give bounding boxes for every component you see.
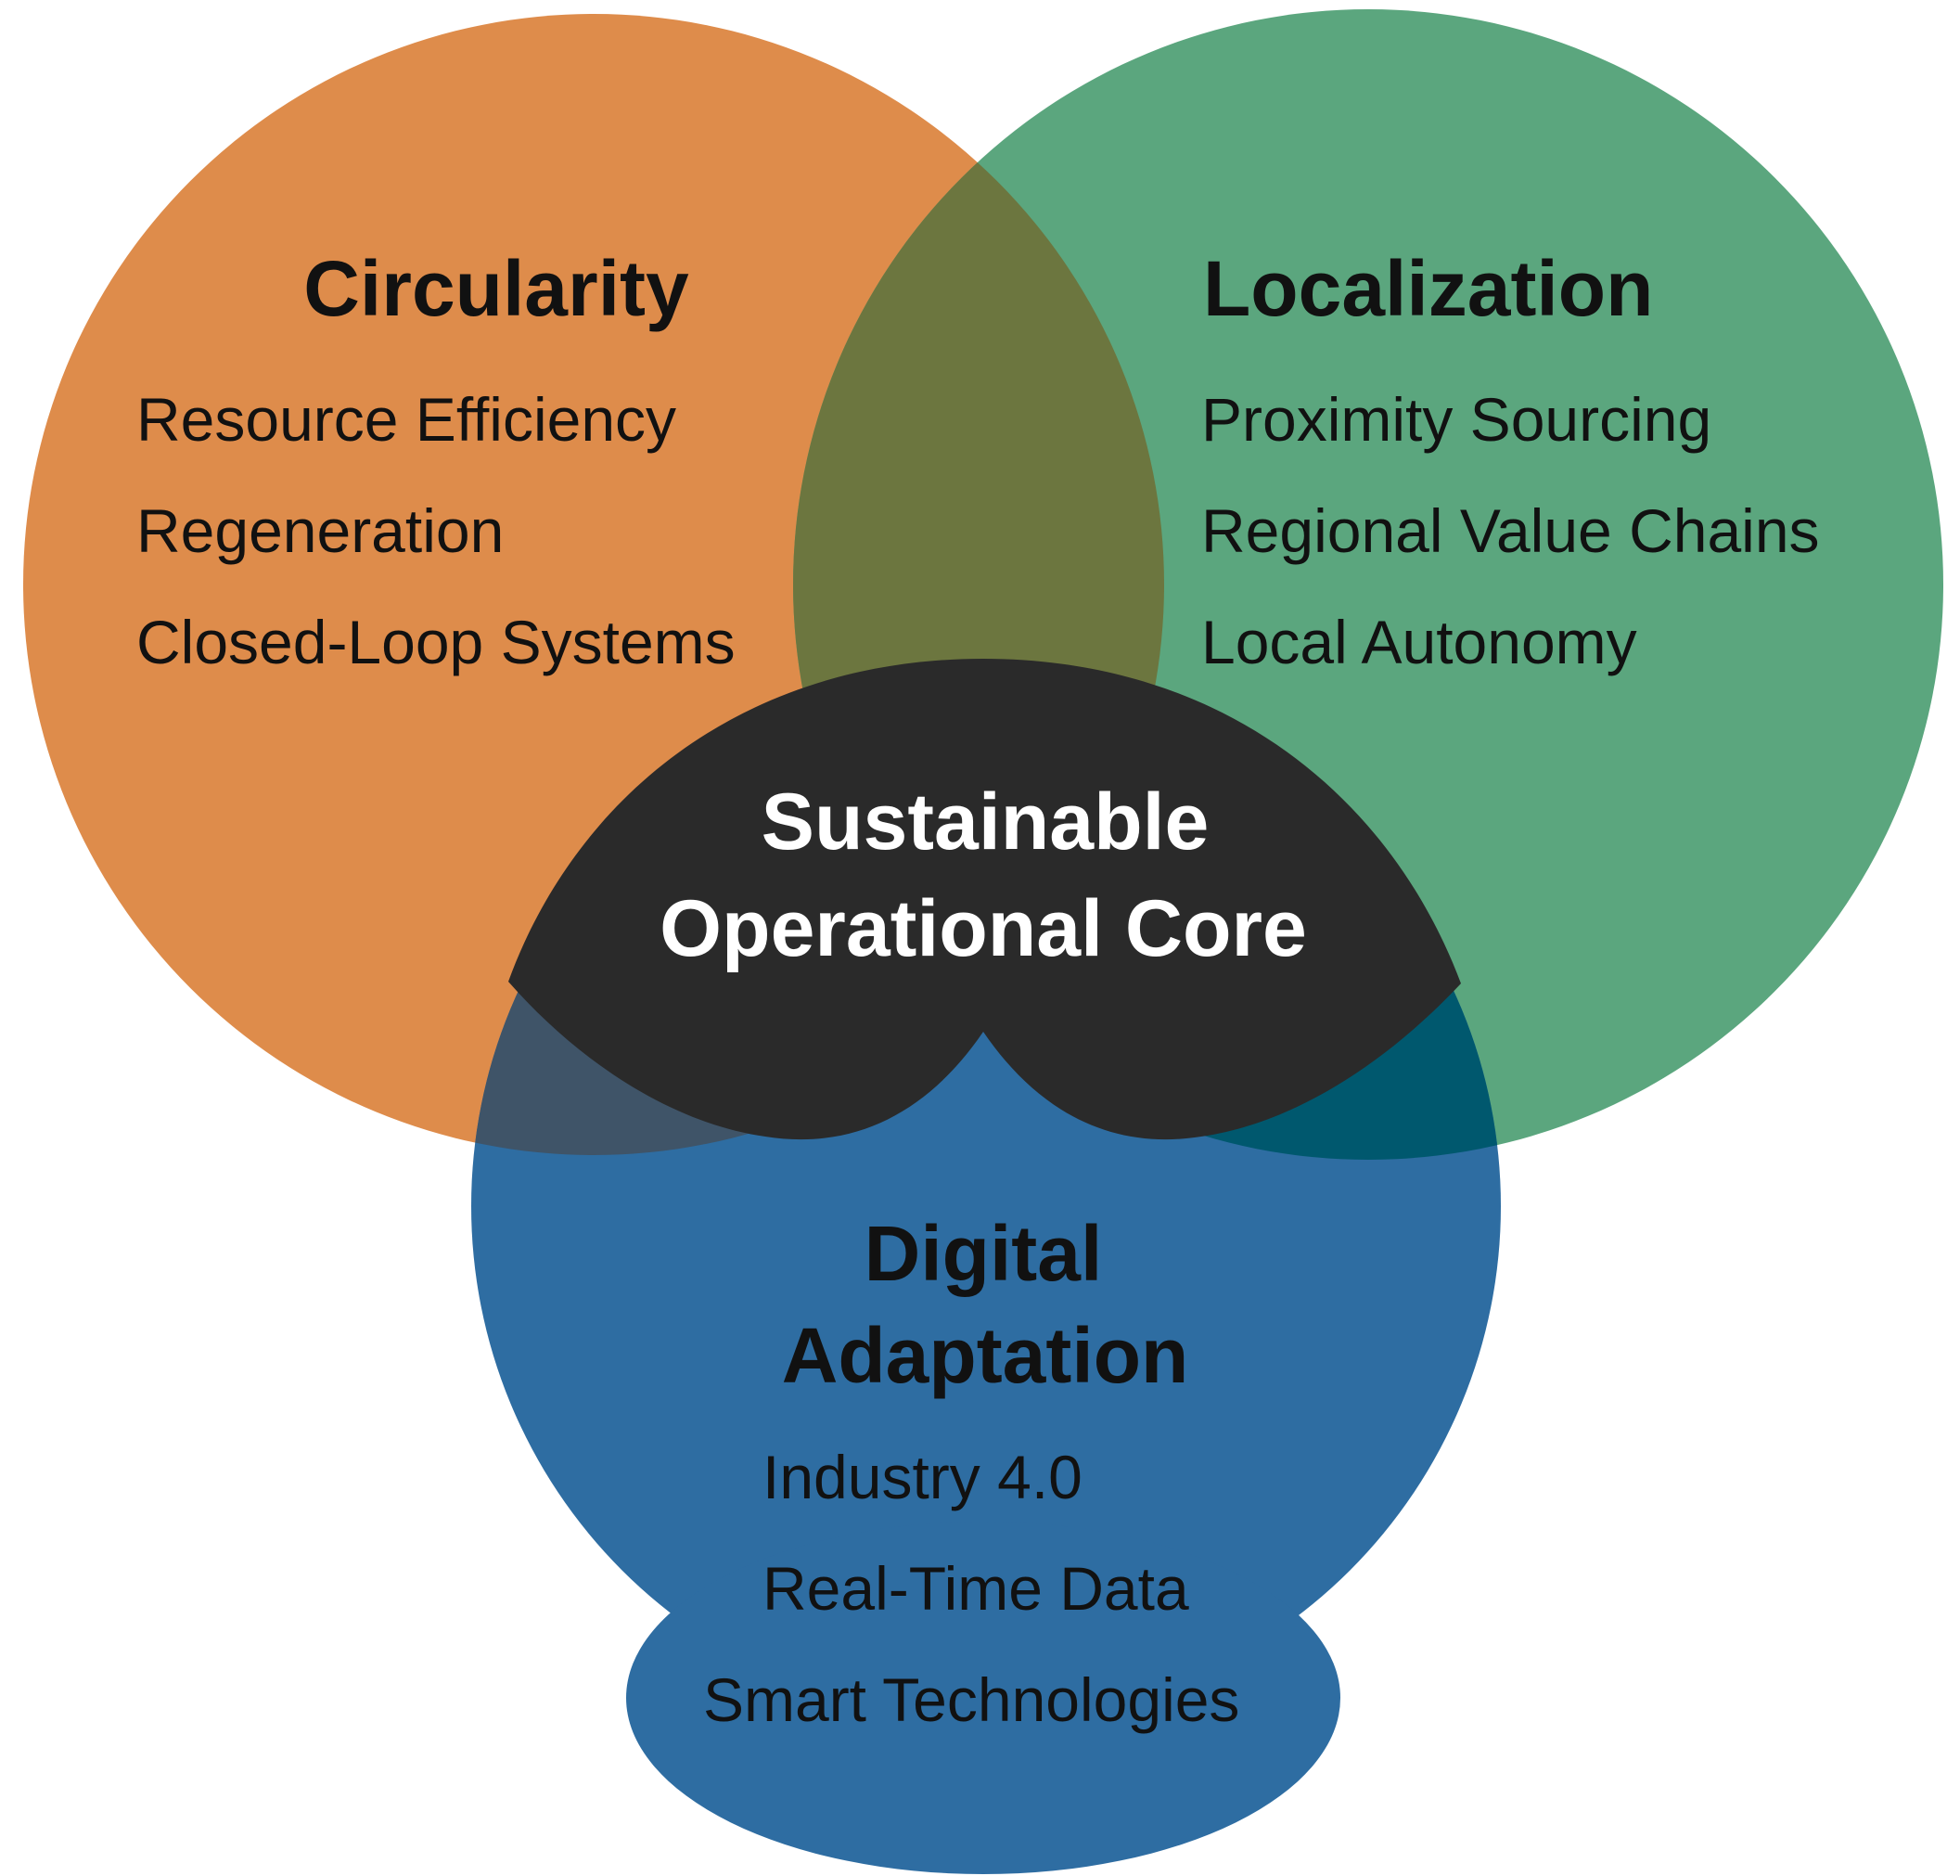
circularity-item-3: Closed-Loop Systems (136, 608, 736, 676)
circularity-item-1: Resource Efficiency (136, 385, 676, 454)
digital-item-3: Smart Technologies (703, 1665, 1239, 1734)
circularity-title: Circularity (303, 245, 689, 332)
core-line-2: Operational Core (660, 884, 1307, 973)
localization-item-1: Proximity Sourcing (1201, 385, 1711, 454)
localization-title: Localization (1203, 245, 1653, 332)
digital-title-line-1: Digital (865, 1210, 1103, 1297)
core-line-1: Sustainable (762, 777, 1210, 867)
core-shape (508, 659, 1461, 1140)
digital-title-line-2: Adaptation (782, 1312, 1189, 1399)
circularity-item-2: Regeneration (136, 496, 504, 565)
digital-item-2: Real-Time Data (762, 1554, 1189, 1623)
localization-item-3: Local Autonomy (1201, 608, 1637, 676)
digital-item-1: Industry 4.0 (762, 1443, 1082, 1511)
localization-item-2: Regional Value Chains (1201, 496, 1820, 565)
